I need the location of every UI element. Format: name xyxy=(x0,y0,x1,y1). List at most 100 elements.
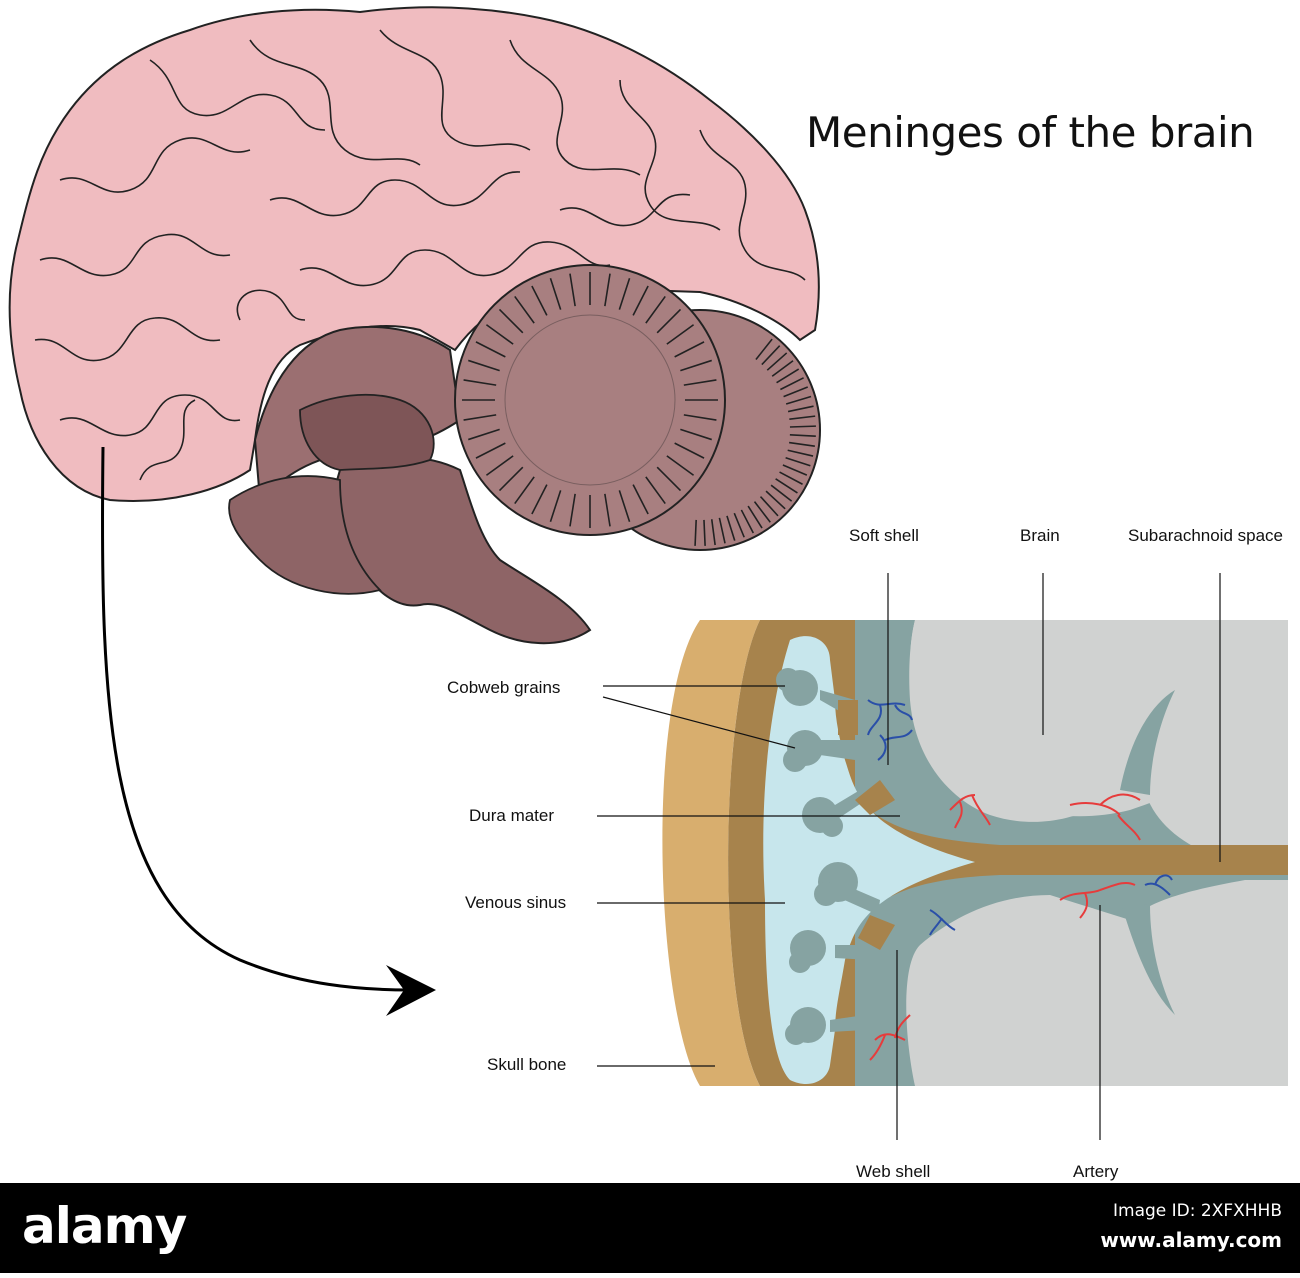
falx-cerebri xyxy=(850,790,1288,930)
label-subarachnoid-space: Subarachnoid space xyxy=(1128,526,1284,545)
label-venous-sinus: Venous sinus xyxy=(465,893,567,912)
folium-line xyxy=(498,308,524,334)
folium-line xyxy=(718,517,726,544)
folium-line xyxy=(604,493,611,527)
folium-line xyxy=(468,428,500,441)
folium-line xyxy=(680,428,712,441)
cerebellum-front-lobe xyxy=(454,264,726,536)
folium-line xyxy=(632,484,649,515)
folium-line xyxy=(766,352,788,371)
arachnoid-horn-upper xyxy=(1120,690,1175,795)
label-soft-shell: Soft shell xyxy=(849,526,919,545)
folium-line xyxy=(776,368,800,384)
meninges-cross-section xyxy=(662,620,1288,1086)
folium-line xyxy=(779,471,803,485)
folium-line xyxy=(645,476,666,505)
label-brain: Brain xyxy=(1020,526,1060,545)
folium-line xyxy=(569,273,576,307)
watermark-site: www.alamy.com xyxy=(1100,1228,1282,1252)
brain-upper-hemisphere xyxy=(909,620,1288,822)
folium-line xyxy=(680,359,712,372)
folium-line xyxy=(531,285,548,316)
gyri xyxy=(34,29,806,481)
cerebellum-folia xyxy=(462,272,816,546)
folium-line xyxy=(710,519,716,546)
folium-line xyxy=(485,455,514,476)
brain-upper-right xyxy=(1140,704,1288,850)
brain-illustration xyxy=(8,6,821,1016)
folium-line xyxy=(475,341,506,358)
watermark-image-id: Image ID: 2XFXHHB xyxy=(1113,1201,1282,1221)
folium-line xyxy=(569,493,576,527)
page-title: Meninges of the brain xyxy=(806,108,1255,157)
folium-line xyxy=(770,484,793,502)
folium-line xyxy=(656,466,682,492)
folium-line xyxy=(485,324,514,345)
folium-line xyxy=(789,441,815,447)
folium-line xyxy=(733,512,745,538)
folium-line xyxy=(666,455,695,476)
folium-line xyxy=(514,295,535,324)
label-dura-mater: Dura mater xyxy=(469,806,555,825)
label-web-shell: Web shell xyxy=(856,1162,931,1181)
arachnoid-horn-lower xyxy=(1120,900,1175,1015)
folium-line xyxy=(618,490,631,522)
brain-lower-right xyxy=(1158,899,1288,1020)
folium-line xyxy=(775,478,798,494)
folium-line xyxy=(604,273,611,307)
underside xyxy=(228,475,382,595)
folium-line xyxy=(753,501,771,523)
folium-line xyxy=(475,442,506,459)
folium-line xyxy=(498,466,524,492)
arrowhead-icon xyxy=(386,965,436,1016)
folium-line xyxy=(514,476,535,505)
folium-line xyxy=(747,505,763,529)
folium-line xyxy=(549,490,562,522)
folium-line xyxy=(780,377,804,391)
folium-line xyxy=(656,308,682,334)
folium-line xyxy=(674,341,705,358)
label-skull-bone: Skull bone xyxy=(487,1055,567,1074)
arteries xyxy=(869,793,1141,1061)
folium-line xyxy=(785,395,812,405)
folium-line xyxy=(726,515,736,541)
folium-line xyxy=(694,519,697,546)
folium-line xyxy=(765,490,786,510)
dura-wedges xyxy=(838,700,895,950)
cerebellum-inner-ring xyxy=(504,314,676,486)
folium-line xyxy=(618,278,631,310)
folium-line xyxy=(789,415,816,421)
folium-line xyxy=(785,456,811,467)
folium-line xyxy=(666,324,695,345)
folium-line xyxy=(761,345,781,366)
leader-lines xyxy=(597,573,1221,1140)
label-artery: Artery xyxy=(1073,1162,1119,1181)
folium-line xyxy=(787,449,814,457)
folium-line xyxy=(683,379,717,386)
folium-line xyxy=(789,425,816,428)
folium-line xyxy=(755,338,773,360)
lead-arrow-line xyxy=(100,446,411,992)
folium-line xyxy=(771,360,794,377)
arachnoid-granulations xyxy=(776,668,880,1045)
folium-line xyxy=(549,278,562,310)
folium-line xyxy=(789,433,816,437)
folium-line xyxy=(674,442,705,459)
folium-line xyxy=(468,359,500,372)
label-cobweb-grains: Cobweb grains xyxy=(447,678,561,697)
folium-line xyxy=(703,519,706,546)
midbrain xyxy=(299,393,435,471)
folium-line xyxy=(645,295,666,324)
watermark-logo: alamy xyxy=(22,1197,187,1255)
folium-line xyxy=(787,405,814,413)
folium-line xyxy=(783,386,809,398)
leader-cobweb-2 xyxy=(602,696,796,749)
folium-line xyxy=(759,496,779,517)
folium-line xyxy=(463,414,497,421)
folium-line xyxy=(531,484,548,515)
folium-line xyxy=(740,509,755,534)
folium-line xyxy=(632,285,649,316)
blood-vessels xyxy=(867,699,1173,1061)
